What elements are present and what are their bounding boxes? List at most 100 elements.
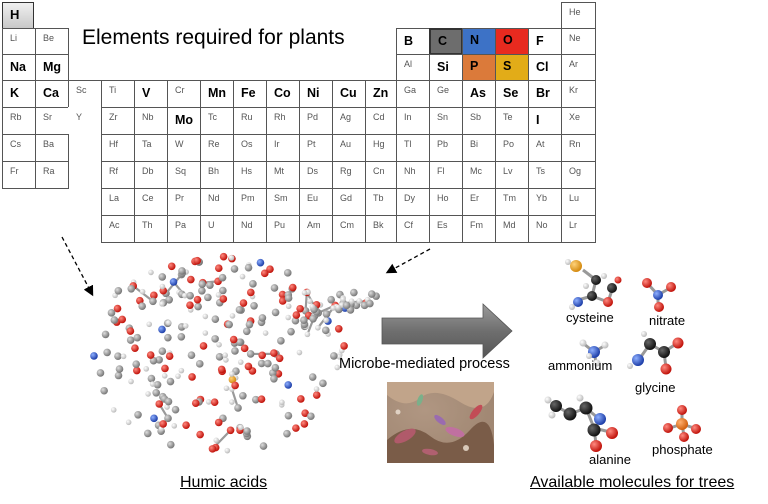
ammonium-molecule bbox=[579, 339, 609, 367]
humic-atom bbox=[198, 280, 207, 289]
humic-atom bbox=[159, 420, 167, 428]
humic-atom bbox=[239, 299, 248, 307]
humic-atom bbox=[165, 352, 174, 361]
humic-atom bbox=[350, 288, 358, 297]
humic-atom bbox=[188, 373, 196, 381]
element-Og: Og bbox=[561, 161, 596, 189]
humic-atom bbox=[152, 388, 160, 397]
humic-atom bbox=[158, 273, 167, 281]
element-Hf: Hf bbox=[101, 134, 135, 162]
humic-atom bbox=[90, 352, 98, 360]
humic-atom bbox=[270, 284, 279, 292]
humic-atom bbox=[279, 399, 285, 406]
humic-atom bbox=[187, 351, 196, 360]
humic-atom bbox=[101, 330, 110, 339]
humic-atom bbox=[96, 369, 105, 377]
humic-atom bbox=[146, 351, 155, 359]
humic-atom bbox=[161, 373, 168, 379]
humic-atom bbox=[169, 278, 178, 286]
humic-atom bbox=[237, 359, 244, 365]
element-Md: Md bbox=[495, 215, 529, 243]
humic-atom bbox=[223, 357, 229, 363]
element-Fm: Fm bbox=[462, 215, 496, 243]
element-Po: Po bbox=[495, 134, 529, 162]
humic-atom bbox=[145, 391, 151, 397]
humic-atom bbox=[296, 349, 303, 356]
humic-atom bbox=[256, 258, 265, 267]
humic-atom bbox=[219, 252, 228, 261]
element-Ir: Ir bbox=[266, 134, 300, 162]
humic-atom bbox=[283, 269, 292, 277]
element-Nb: Nb bbox=[134, 107, 168, 135]
humic-atom bbox=[159, 301, 165, 307]
humic-atom bbox=[206, 281, 214, 289]
element-Er: Er bbox=[462, 188, 496, 216]
humic-atom bbox=[186, 301, 194, 309]
humic-atom bbox=[126, 327, 135, 335]
humic-atom bbox=[292, 424, 300, 432]
humic-atom bbox=[225, 320, 233, 329]
humic-atom bbox=[235, 338, 244, 346]
humic-atom bbox=[307, 298, 313, 304]
element-Yb: Yb bbox=[528, 188, 562, 216]
element-Ac: Ac bbox=[101, 215, 135, 243]
humic-atom bbox=[182, 292, 188, 299]
humic-atom bbox=[213, 437, 220, 444]
element-Sn: Sn bbox=[429, 107, 463, 135]
humic-atom bbox=[229, 335, 238, 344]
humic-atom bbox=[114, 371, 123, 380]
humic-atom bbox=[164, 397, 173, 406]
humic-atom bbox=[288, 283, 297, 292]
humic-atom bbox=[171, 405, 180, 414]
element-Ag: Ag bbox=[332, 107, 366, 135]
humic-atom bbox=[196, 430, 204, 439]
humic-atom bbox=[304, 331, 311, 338]
humic-atom bbox=[271, 308, 280, 317]
phosphate-molecule bbox=[663, 405, 701, 442]
humic-atom bbox=[251, 395, 260, 404]
humic-atom bbox=[194, 302, 202, 311]
humic-atom bbox=[215, 292, 222, 298]
humic-atom bbox=[100, 386, 108, 395]
element-Cr: Cr bbox=[167, 80, 201, 108]
humic-atom bbox=[113, 304, 122, 313]
humic-atom bbox=[114, 352, 122, 360]
humic-atom bbox=[202, 313, 209, 320]
humic-atom bbox=[215, 353, 224, 361]
humic-atom bbox=[235, 306, 244, 314]
humic-atom bbox=[312, 391, 321, 399]
humic-atom bbox=[323, 317, 329, 323]
humic-atom bbox=[234, 404, 242, 412]
element-Be: Be bbox=[35, 28, 69, 55]
humic-atom bbox=[249, 280, 257, 288]
humic-atom bbox=[335, 304, 341, 311]
humic-atom bbox=[348, 298, 355, 305]
humic-atom bbox=[186, 291, 194, 300]
phosphate-label: phosphate bbox=[652, 442, 713, 457]
dashed-arrow-left bbox=[61, 236, 94, 297]
ammonium-label: ammonium bbox=[548, 358, 613, 373]
humic-atom bbox=[217, 365, 226, 374]
humic-atom bbox=[285, 314, 292, 321]
humic-atom bbox=[301, 290, 308, 296]
glycine-molecule bbox=[627, 331, 684, 375]
humic-atom bbox=[159, 283, 166, 290]
humic-atom bbox=[237, 424, 244, 431]
humic-atom bbox=[211, 335, 219, 343]
process-arrow-icon bbox=[381, 303, 513, 359]
element-Ra: Ra bbox=[35, 161, 69, 189]
alanine-molecule bbox=[544, 394, 618, 452]
humic-atom bbox=[285, 303, 292, 310]
humic-atom bbox=[330, 352, 338, 360]
humic-atom bbox=[244, 263, 253, 272]
humic-atom bbox=[147, 374, 156, 383]
element-Rf: Rf bbox=[101, 161, 135, 189]
element-No: No bbox=[528, 215, 562, 243]
glycine-label: glycine bbox=[635, 380, 676, 395]
humic-atom bbox=[210, 398, 219, 407]
humic-atom bbox=[153, 380, 162, 389]
humic-atom bbox=[132, 360, 140, 368]
humic-atom bbox=[161, 364, 169, 373]
element-Rh: Rh bbox=[266, 107, 300, 135]
element-Nh: Nh bbox=[396, 161, 430, 189]
